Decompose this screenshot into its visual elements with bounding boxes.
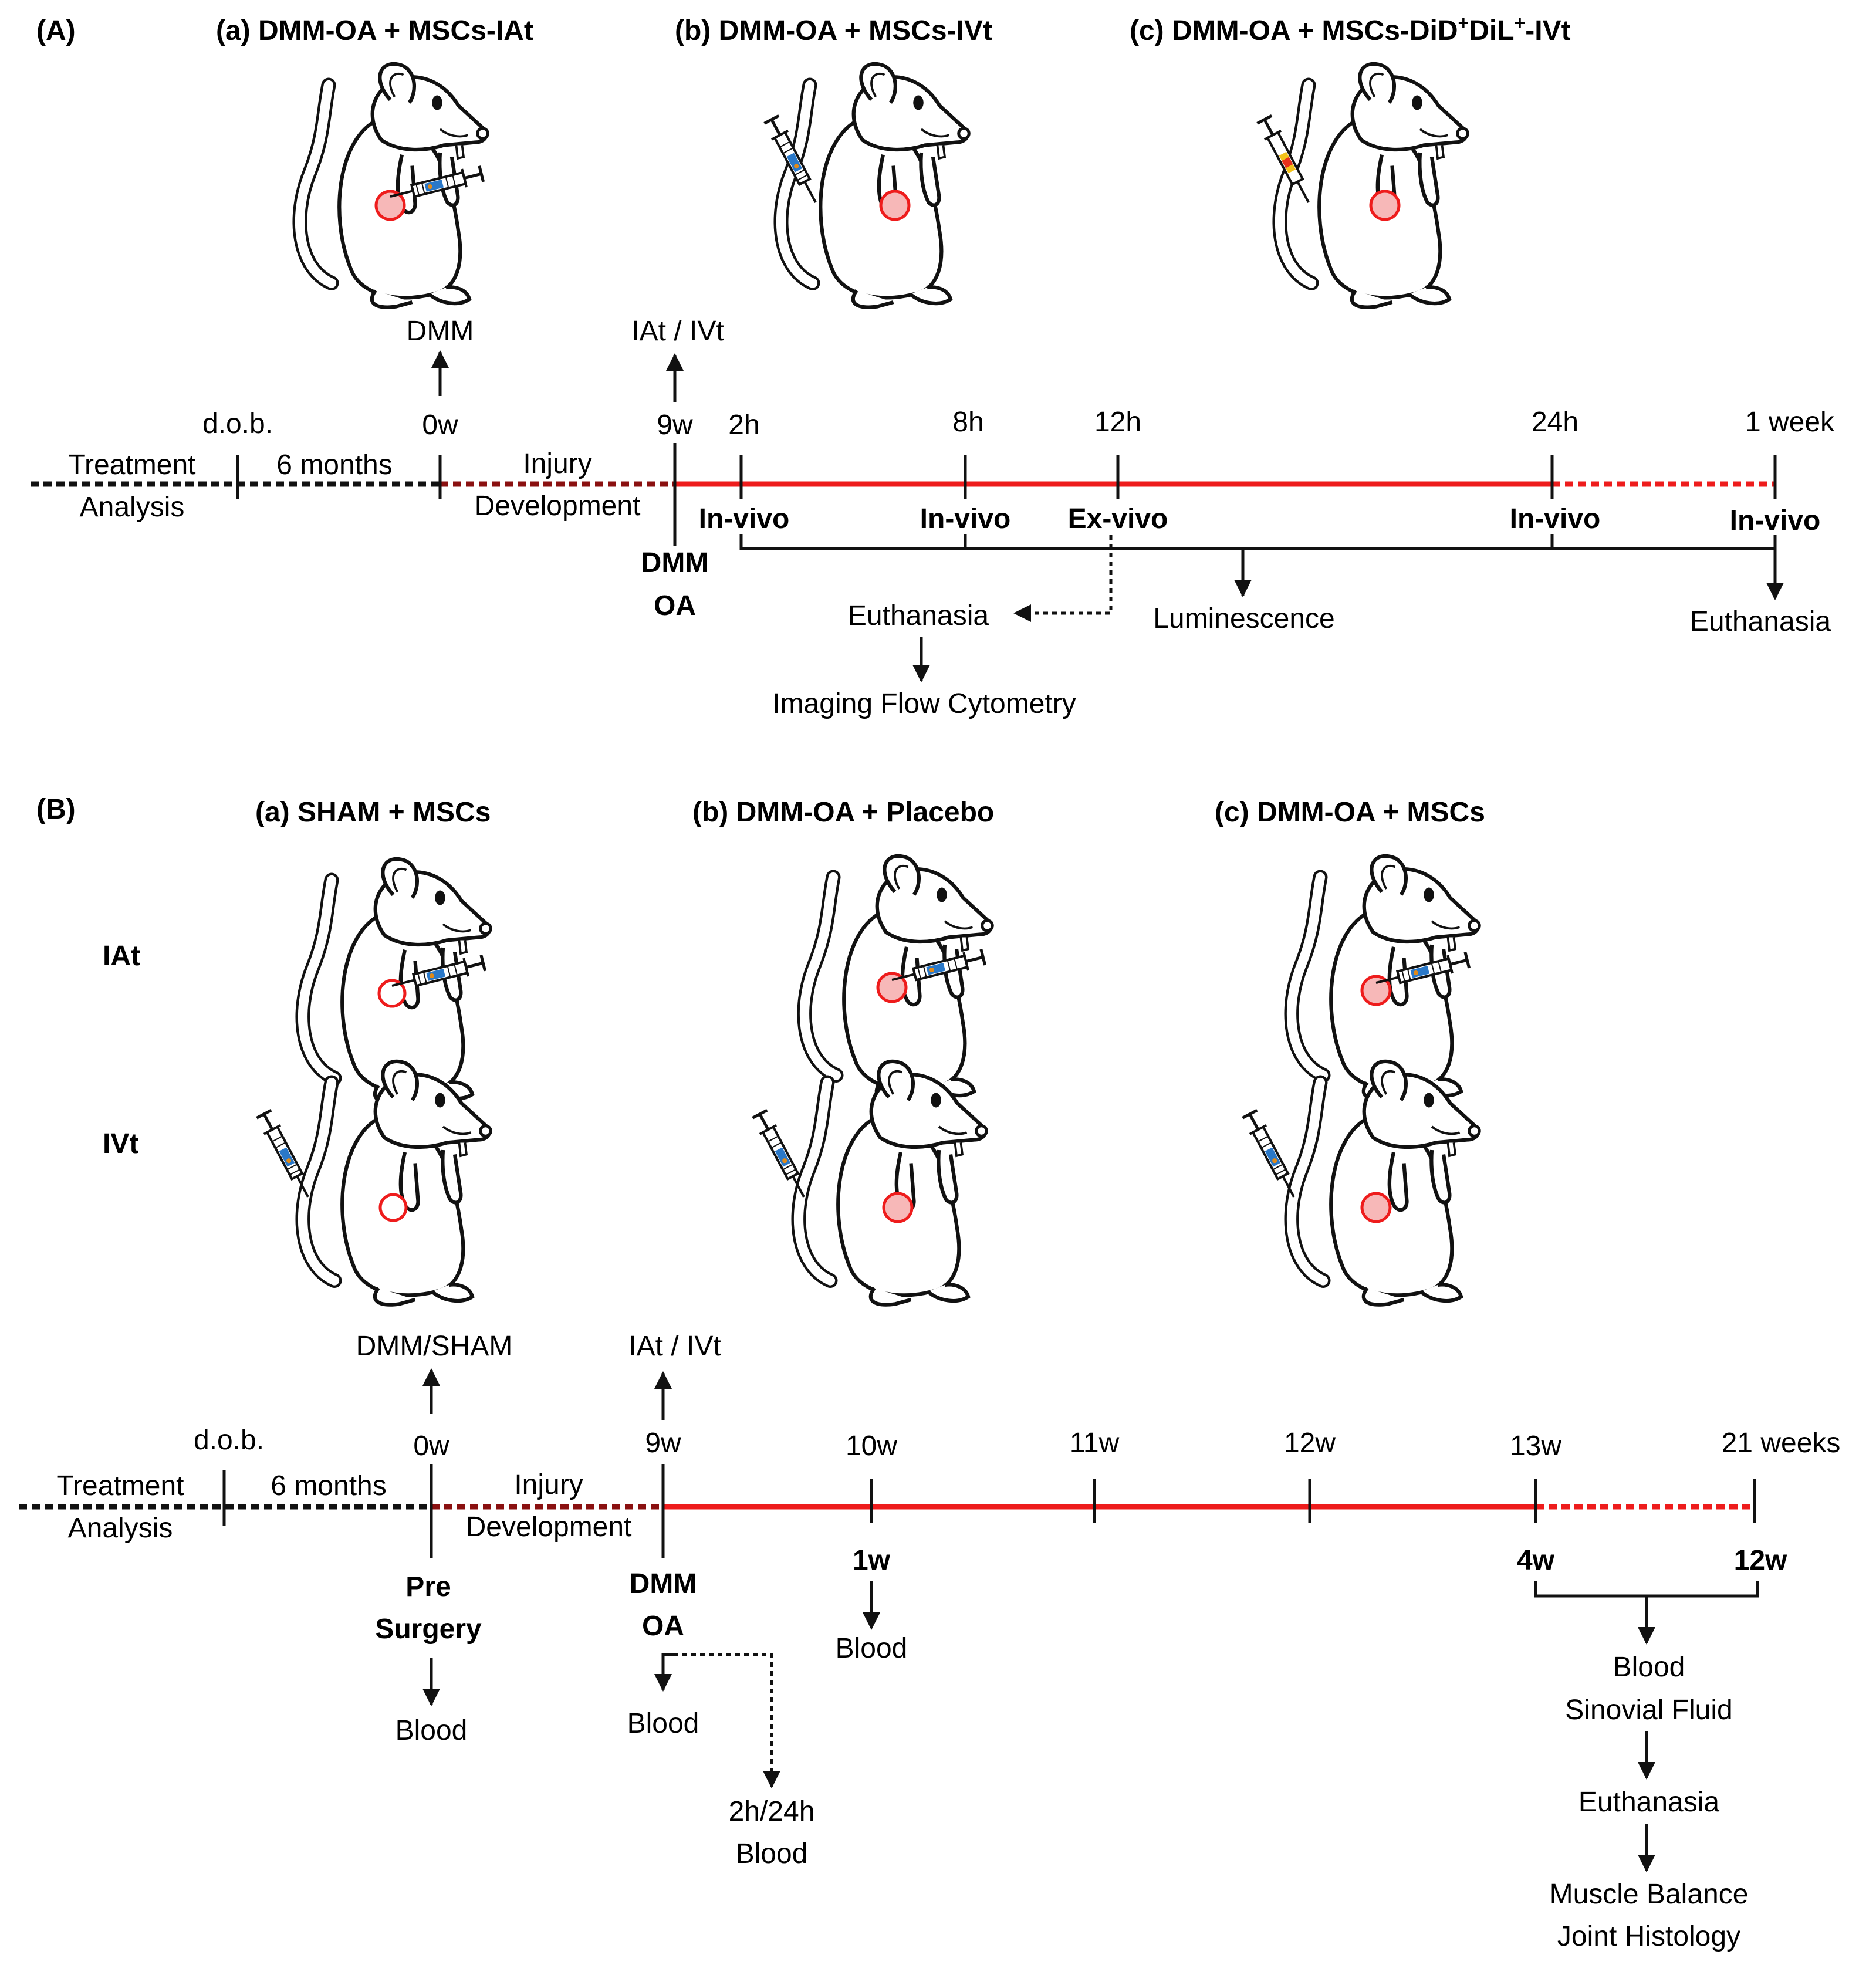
dmm-oa-line1: DMM [630,1568,697,1599]
timeline-development: Development [466,1511,632,1543]
sinovial-fluid: Sinovial Fluid [1565,1695,1732,1726]
event-dmm-sham: DMM/SHAM [356,1331,513,1362]
in-vivo-2h: In-vivo [699,503,790,535]
tick-21-weeks: 21 weeks [1722,1428,1841,1459]
knee-joint-icon [1360,975,1392,1006]
pre-surgery-line2: Surgery [375,1614,482,1645]
knee-joint-icon [374,190,406,221]
timeline-injury: Injury [514,1469,583,1500]
week-4w: 4w [1517,1545,1555,1576]
panel-b-group-c-title: (c) DMM-OA + MSCs [1215,797,1485,828]
timeline-b: d.o.b. Treatment Analysis 6 months Injur… [19,1331,1840,1952]
panel-b-group-b-title: (b) DMM-OA + Placebo [692,797,994,828]
mouse-illustration [300,64,488,307]
tick-9w: 9w [645,1428,681,1459]
knee-joint-icon [882,1192,914,1223]
dmm-oa-line2: OA [654,590,696,621]
blood-dmm-oa: Blood [627,1708,699,1739]
mouse-illustration [256,1061,491,1305]
mouse-illustration [1292,856,1479,1100]
imaging-flow-cytometry: Imaging Flow Cytometry [772,688,1076,719]
timeline-injury: Injury [523,448,591,479]
panel-b-label: (B) [36,794,76,825]
mouse-illustration [1256,64,1468,307]
in-vivo-1-week: In-vivo [1730,505,1821,536]
syringe-icon [763,115,824,207]
timeline-six-months: 6 months [276,449,392,481]
week-1w: 1w [853,1545,891,1576]
panel-a-group-c-title: (c) DMM-OA + MSCs-DiD+DiL+-IVt [1130,12,1571,46]
timeline-analysis: Analysis [80,492,185,523]
blood-2h-24h-line1: 2h/24h [729,1796,815,1827]
tick-8h: 8h [952,407,983,438]
tick-0w: 0w [413,1430,449,1462]
panel-a-group-b-title: (b) DMM-OA + MSCs-IVt [675,15,992,46]
knee-joint-icon [377,979,407,1008]
luminescence: Luminescence [1153,603,1335,634]
tick-24h: 24h [1532,407,1578,438]
row-label-iat: IAt [103,941,140,972]
panel-b-group-a-title: (a) SHAM + MSCs [255,797,491,828]
mouse-illustration [763,64,969,307]
panel-a-group-a-title: (a) DMM-OA + MSCs-IAt [216,15,533,46]
mouse-illustration [805,856,992,1100]
timeline-treatment: Treatment [57,1470,184,1501]
mouse-illustration [303,859,491,1103]
mouse-illustration [1242,1061,1479,1305]
tick-12h: 12h [1094,407,1141,438]
week-12w: 12w [1734,1545,1787,1576]
tick-12w: 12w [1284,1428,1336,1459]
ex-vivo-12h: Ex-vivo [1068,503,1168,535]
blood-pre: Blood [396,1715,468,1746]
euthanasia-1-week: Euthanasia [1690,606,1831,637]
knee-joint-icon [876,972,908,1003]
timeline-analysis: Analysis [68,1513,173,1544]
in-vivo-8h: In-vivo [920,503,1011,535]
timeline-a: d.o.b. Treatment Analysis 6 months Injur… [31,316,1835,719]
pre-surgery-line1: Pre [405,1571,451,1602]
timeline-dob: d.o.b. [202,408,273,439]
tick-0w: 0w [422,410,458,441]
tick-9w: 9w [657,410,693,441]
row-label-ivt: IVt [103,1128,138,1159]
knee-joint-icon [879,190,911,221]
tick-13w: 13w [1510,1430,1561,1462]
tick-1-week: 1 week [1745,407,1835,438]
in-vivo-24h: In-vivo [1510,503,1601,535]
timeline-dob: d.o.b. [194,1425,264,1456]
event-iat-ivt: IAt / IVt [628,1331,721,1362]
joint-histology: Joint Histology [1557,1921,1740,1952]
blood-2h-24h-line2: Blood [736,1838,808,1869]
panel-a-label: (A) [36,15,76,46]
knee-joint-icon [1369,190,1401,221]
tick-2h: 2h [728,410,759,441]
timeline-development: Development [475,491,641,522]
tick-10w: 10w [846,1430,897,1462]
event-iat-ivt: IAt / IVt [631,316,724,347]
tick-11w: 11w [1070,1428,1120,1459]
blood-1w: Blood [836,1633,908,1664]
timeline-treatment: Treatment [69,449,196,481]
dmm-oa-line2: OA [642,1611,684,1642]
euthanasia-ex-vivo: Euthanasia [848,600,989,631]
euthanasia-final: Euthanasia [1578,1787,1719,1818]
knee-joint-icon [378,1193,408,1222]
dmm-oa-line1: DMM [641,547,709,579]
blood-final: Blood [1613,1652,1685,1683]
mouse-illustration [752,1061,986,1305]
timeline-six-months: 6 months [271,1470,386,1501]
event-dmm: DMM [407,316,474,347]
knee-joint-icon [1360,1192,1392,1223]
muscle-balance: Muscle Balance [1550,1879,1749,1910]
